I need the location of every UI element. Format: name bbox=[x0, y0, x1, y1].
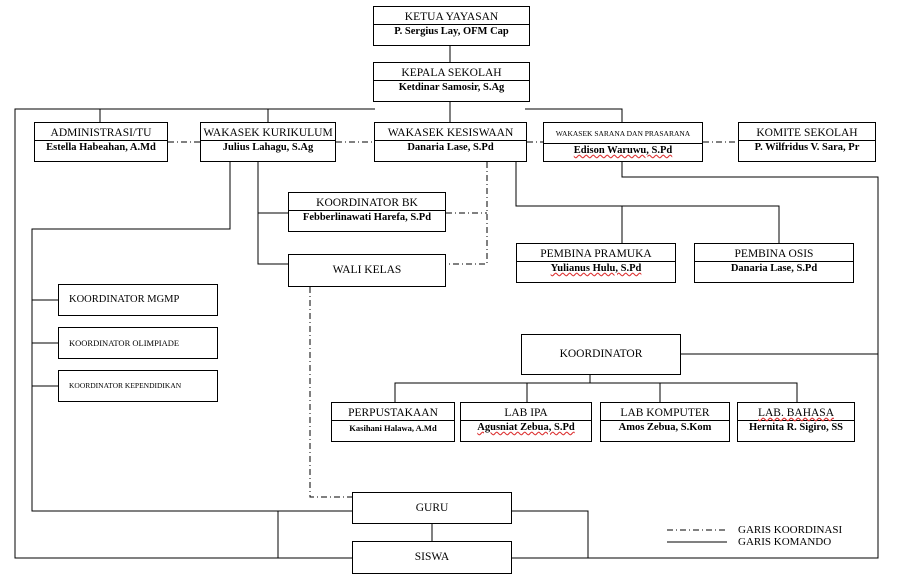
name: Danaria Lase, S.Pd bbox=[375, 140, 526, 155]
name: Kasihani Halawa, A.Md bbox=[332, 420, 454, 435]
box-ketua-yayasan: KETUA YAYASAN P. Sergius Lay, OFM Cap bbox=[373, 6, 530, 46]
title: KOORDINATOR BK bbox=[316, 197, 418, 209]
box-koordinator: KOORDINATOR bbox=[521, 334, 681, 375]
box-koordinator-kependidikan: KOORDINATOR KEPENDIDIKAN bbox=[58, 370, 218, 402]
line-koordinator-bus bbox=[394, 382, 798, 402]
title: KOORDINATOR OLIMPIADE bbox=[69, 338, 180, 348]
box-koordinator-olimpiade: KOORDINATOR OLIMPIADE bbox=[58, 327, 218, 359]
line-guru-right bbox=[512, 510, 589, 558]
line-kurikulum-walikelas bbox=[257, 162, 288, 265]
title: ADMINISTRASI/TU bbox=[50, 127, 152, 139]
line-kesiswaan-pembina bbox=[515, 162, 780, 243]
title: PEMBINA OSIS bbox=[734, 248, 814, 260]
box-wali-kelas: WALI KELAS bbox=[288, 254, 446, 287]
box-administrasi-tu: ADMINISTRASI/TU Estella Habeahan, A.Md bbox=[34, 122, 168, 162]
name: Amos Zebua, S.Kom bbox=[601, 420, 729, 435]
name: Danaria Lase, S.Pd bbox=[695, 261, 853, 276]
box-komite-sekolah: KOMITE SEKOLAH P. Wilfridus V. Sara, Pr bbox=[738, 122, 876, 162]
title: PEMBINA PRAMUKA bbox=[540, 248, 652, 260]
box-pembina-pramuka: PEMBINA PRAMUKA Yulianus Hulu, S.Pd bbox=[516, 243, 676, 283]
title: KOORDINATOR bbox=[559, 348, 643, 360]
legend-koordinasi-label: GARIS KOORDINASI bbox=[738, 524, 843, 536]
name: Edison Waruwu, S.Pd bbox=[544, 143, 702, 158]
title: WAKASEK SARANA DAN PRASARANA bbox=[555, 129, 691, 138]
name: Agusniat Zebua, S.Pd bbox=[461, 420, 591, 435]
box-koordinator-bk: KOORDINATOR BK Febberlinawati Harefa, S.… bbox=[288, 192, 446, 232]
box-siswa: SISWA bbox=[352, 541, 512, 574]
box-pembina-osis: PEMBINA OSIS Danaria Lase, S.Pd bbox=[694, 243, 854, 283]
box-kepala-sekolah: KEPALA SEKOLAH Ketdinar Samosir, S.Ag bbox=[373, 62, 530, 102]
box-lab-bahasa: LAB. BAHASA Hernita R. Sigiro, SS bbox=[737, 402, 855, 442]
box-lab-komputer: LAB KOMPUTER Amos Zebua, S.Kom bbox=[600, 402, 730, 442]
line-kurikulum-left bbox=[31, 162, 352, 512]
box-koordinator-mgmp: KOORDINATOR MGMP bbox=[58, 284, 218, 316]
line-kepala-sarana bbox=[525, 108, 623, 122]
title: KOORDINATOR MGMP bbox=[69, 294, 180, 305]
title: LAB KOMPUTER bbox=[620, 407, 710, 419]
box-perpustakaan: PERPUSTAKAAN Kasihani Halawa, A.Md bbox=[331, 402, 455, 442]
title: LAB IPA bbox=[504, 407, 548, 419]
name: Hernita R. Sigiro, SS bbox=[738, 420, 854, 435]
title: SISWA bbox=[414, 551, 450, 563]
title: KETUA YAYASAN bbox=[404, 11, 499, 23]
title: WAKASEK KURIKULUM bbox=[203, 127, 333, 139]
line-right-outer bbox=[512, 162, 879, 559]
coord-kesiswaan-walikelas bbox=[446, 162, 488, 265]
line-left-outer bbox=[14, 108, 375, 559]
name: Ketdinar Samosir, S.Ag bbox=[374, 80, 529, 95]
box-lab-ipa: LAB IPA Agusniat Zebua, S.Pd bbox=[460, 402, 592, 442]
title: WALI KELAS bbox=[332, 264, 402, 276]
title: KEPALA SEKOLAH bbox=[401, 67, 502, 79]
name: Estella Habeahan, A.Md bbox=[35, 140, 167, 155]
name: Febberlinawati Harefa, S.Pd bbox=[289, 210, 445, 225]
legend-komando-label: GARIS KOMANDO bbox=[738, 536, 832, 548]
name: P. Sergius Lay, OFM Cap bbox=[374, 24, 529, 39]
coord-walikelas-guru bbox=[309, 287, 352, 498]
name: Yulianus Hulu, S.Pd bbox=[517, 261, 675, 276]
box-wakasek-kesiswaan: WAKASEK KESISWAAN Danaria Lase, S.Pd bbox=[374, 122, 527, 162]
title: PERPUSTAKAAN bbox=[348, 407, 438, 419]
box-wakasek-kurikulum: WAKASEK KURIKULUM Julius Lahagu, S.Ag bbox=[200, 122, 336, 162]
name: Julius Lahagu, S.Ag bbox=[201, 140, 335, 155]
box-guru: GURU bbox=[352, 492, 512, 524]
name: P. Wilfridus V. Sara, Pr bbox=[739, 140, 875, 155]
title: GURU bbox=[415, 502, 449, 514]
title: LAB. BAHASA bbox=[757, 407, 835, 419]
title: KOORDINATOR KEPENDIDIKAN bbox=[69, 381, 182, 390]
title: WAKASEK KESISWAAN bbox=[387, 127, 514, 139]
title: KOMITE SEKOLAH bbox=[756, 127, 858, 139]
box-wakasek-sarana: WAKASEK SARANA DAN PRASARANA Edison Waru… bbox=[543, 122, 703, 162]
